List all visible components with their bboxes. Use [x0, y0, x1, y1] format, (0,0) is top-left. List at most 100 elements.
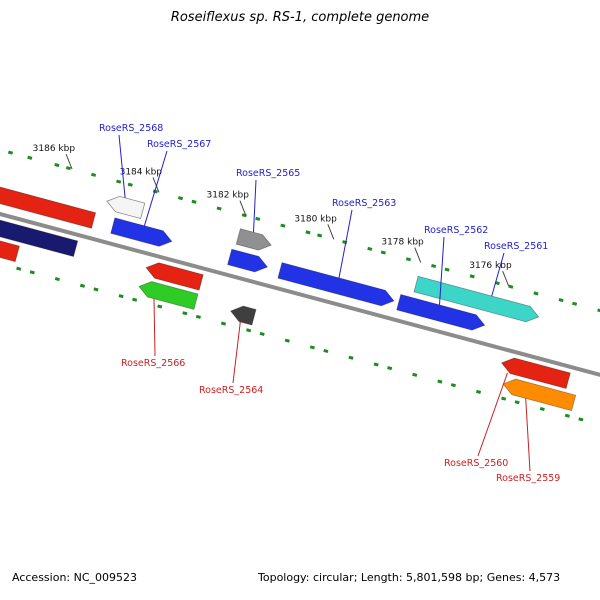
kbp-label: 3178 kbp	[381, 238, 424, 248]
minor-feature-tick	[132, 297, 138, 302]
accession-text: Accession: NC_009523	[12, 571, 138, 584]
minor-feature-tick	[572, 301, 578, 306]
minor-feature-tick	[380, 250, 386, 255]
gene-arrow-RoseRS_2562[interactable]	[396, 294, 486, 331]
minor-feature-tick	[216, 206, 222, 211]
minor-feature-tick	[305, 230, 311, 235]
minor-feature-tick	[508, 284, 514, 289]
minor-feature-tick	[539, 406, 545, 412]
gene-label-RoseRS_2563[interactable]: RoseRS_2563	[332, 198, 396, 209]
kbp-tick	[414, 247, 422, 263]
minor-feature-tick	[93, 287, 99, 292]
minor-feature-tick	[152, 189, 158, 194]
gene-leader-line	[153, 298, 156, 357]
kbp-label: 3176 kbp	[469, 261, 512, 271]
minor-feature-tick	[157, 304, 163, 309]
gene-arrow-RoseRS_2567[interactable]	[110, 217, 173, 247]
gene-leader-line	[232, 321, 241, 384]
gene-label-RoseRS_2565[interactable]: RoseRS_2565	[236, 168, 300, 179]
minor-feature-tick	[182, 311, 188, 316]
minor-feature-tick	[469, 274, 475, 279]
gene-leader-line	[253, 179, 257, 233]
minor-feature-tick	[116, 179, 122, 184]
gene-arrow-RoseRS_2564[interactable]	[230, 305, 257, 326]
minor-feature-tick	[220, 321, 227, 326]
gene-arrow-RoseRS_2559[interactable]	[502, 378, 577, 412]
gene-arrow-RoseRS_2560[interactable]	[500, 357, 571, 389]
minor-feature-tick	[437, 379, 443, 384]
kbp-tick	[327, 224, 335, 240]
minor-feature-tick	[284, 338, 290, 343]
gene-arrow[interactable]	[0, 186, 97, 229]
kbp-tick	[502, 270, 510, 287]
kbp-label: 3180 kbp	[294, 214, 337, 224]
genome-summary-text: Topology: circular; Length: 5,801,598 bp…	[258, 571, 561, 584]
minor-feature-tick	[255, 216, 261, 221]
minor-feature-tick	[309, 345, 315, 350]
minor-feature-tick	[514, 400, 520, 405]
minor-feature-tick	[177, 196, 184, 201]
minor-feature-tick	[127, 182, 133, 187]
minor-feature-tick	[16, 266, 22, 271]
gene-label-RoseRS_2567[interactable]: RoseRS_2567	[147, 139, 211, 150]
gene-arrow-RoseRS_2561[interactable]	[413, 275, 540, 323]
gene-arrow[interactable]	[145, 262, 204, 291]
kbp-tick	[65, 153, 73, 170]
minor-feature-tick	[280, 223, 286, 228]
minor-feature-tick	[54, 163, 60, 168]
minor-feature-tick	[29, 270, 35, 275]
minor-feature-tick	[191, 199, 197, 204]
minor-feature-tick	[259, 331, 265, 336]
minor-feature-tick	[475, 389, 482, 394]
gene-leader-line	[338, 209, 353, 278]
minor-feature-tick	[450, 383, 456, 388]
gene-label-RoseRS_2561[interactable]: RoseRS_2561	[484, 241, 548, 252]
gene-leader-line	[525, 398, 531, 472]
minor-feature-tick	[323, 348, 329, 354]
minor-feature-tick	[533, 291, 539, 296]
gene-arrow-RoseRS_2568[interactable]	[106, 195, 146, 219]
kbp-label: 3186 kbp	[33, 144, 76, 154]
minor-feature-tick	[91, 172, 97, 177]
minor-feature-tick	[317, 233, 323, 238]
minor-feature-tick	[195, 314, 201, 319]
minor-feature-tick	[444, 267, 450, 272]
gene-arrow-RoseRS_2563[interactable]	[277, 262, 395, 307]
chart-title: Roseiflexus sp. RS-1, complete genome	[170, 10, 430, 25]
kbp-label: 3184 kbp	[120, 167, 163, 177]
gene-leader-line	[143, 150, 168, 226]
minor-feature-tick	[564, 413, 570, 418]
gene-label-RoseRS_2568[interactable]: RoseRS_2568	[99, 123, 163, 134]
gene-arrow-RoseRS_2566[interactable]	[138, 281, 199, 310]
minor-feature-tick	[7, 150, 14, 155]
minor-feature-tick	[79, 283, 86, 288]
minor-feature-tick	[54, 277, 60, 282]
gene-label-RoseRS_2566[interactable]: RoseRS_2566	[121, 358, 185, 369]
kbp-label: 3182 kbp	[207, 191, 250, 201]
gene-label-RoseRS_2564[interactable]: RoseRS_2564	[199, 385, 263, 396]
gene-leader-line	[439, 236, 445, 305]
gene-leader-line	[118, 134, 126, 198]
minor-feature-tick	[387, 366, 393, 371]
gene-leader-line	[477, 372, 508, 457]
gene-label-RoseRS_2559[interactable]: RoseRS_2559	[496, 473, 560, 484]
gene-arrow[interactable]	[0, 216, 79, 257]
gene-arrow-RoseRS_2565[interactable]	[235, 228, 272, 251]
gene-label-RoseRS_2562[interactable]: RoseRS_2562	[424, 225, 488, 236]
kbp-tick	[239, 200, 247, 216]
genome-axis-line	[0, 211, 600, 377]
minor-feature-tick	[558, 298, 564, 303]
minor-feature-tick	[65, 166, 72, 171]
minor-feature-tick	[373, 362, 379, 367]
gene-label-RoseRS_2560[interactable]: RoseRS_2560	[444, 458, 508, 469]
minor-feature-tick	[367, 246, 373, 251]
gene-arrow[interactable]	[227, 248, 269, 273]
minor-feature-tick	[405, 257, 412, 262]
minor-feature-tick	[501, 396, 507, 401]
minor-feature-tick	[431, 263, 437, 269]
gene-arrow[interactable]	[0, 236, 20, 263]
gene-leader-line	[491, 252, 505, 297]
minor-feature-tick	[578, 417, 584, 422]
